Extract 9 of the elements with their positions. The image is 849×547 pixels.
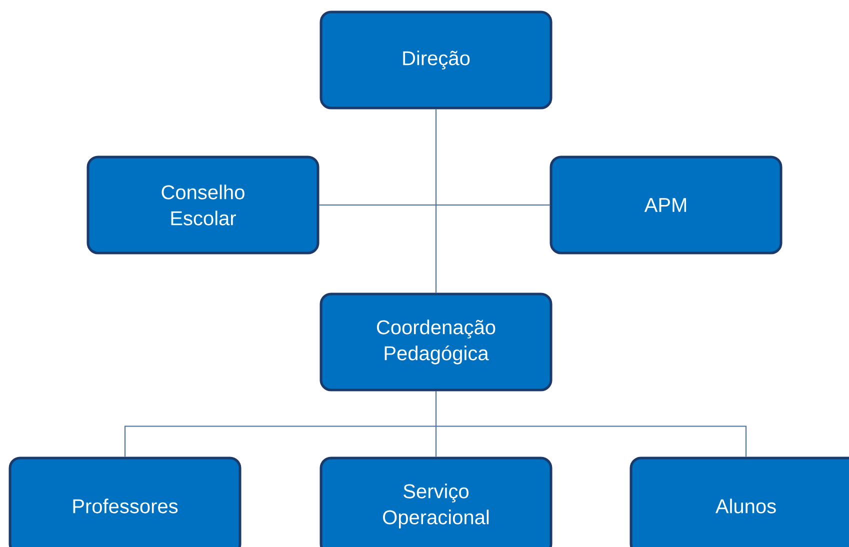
org-box: Conselho Escolar — [86, 156, 320, 254]
org-box: Alunos — [630, 456, 849, 547]
org-box: Serviço Operacional — [320, 456, 552, 547]
org-box: Coordenação Pedagógica — [320, 292, 552, 392]
org-box: APM — [550, 156, 782, 254]
org-box: Professores — [8, 456, 242, 547]
connector-line — [436, 390, 746, 458]
org-box: Direção — [320, 10, 552, 110]
connector-line — [318, 204, 550, 206]
